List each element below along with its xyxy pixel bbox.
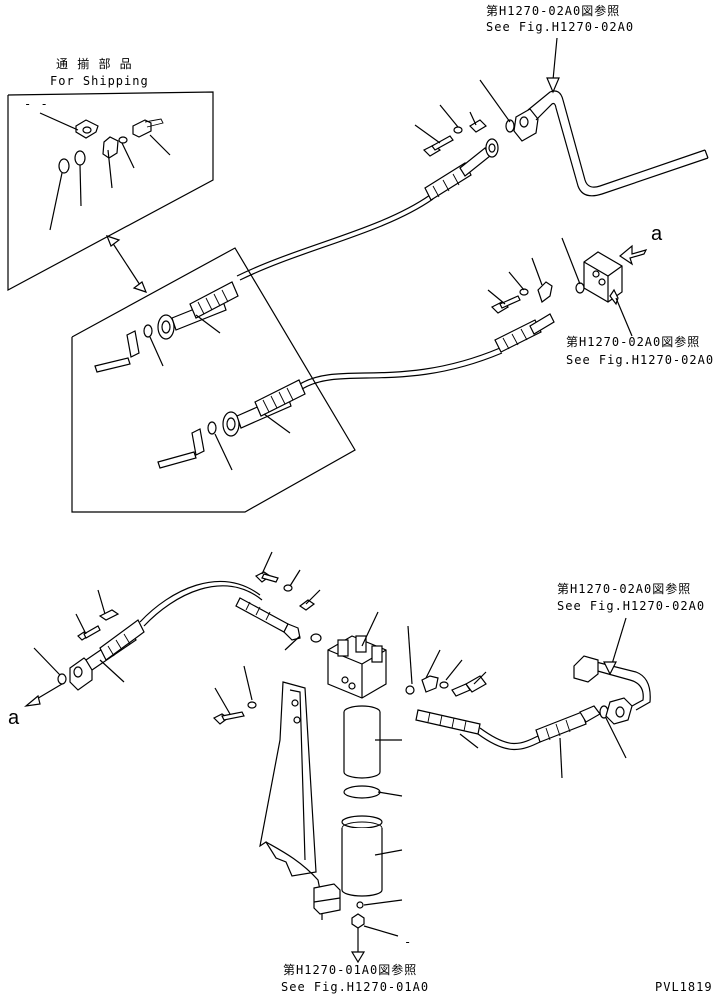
ref-top-right-jp: 第H1270-02A0図参照 xyxy=(486,3,620,18)
marker-a-bottom: a xyxy=(8,707,20,729)
ref-bottom-jp: 第H1270-01A0図参照 xyxy=(283,962,417,977)
ref-top-right-en: See Fig.H1270-02A0 xyxy=(486,20,634,34)
ref-low-right-jp: 第H1270-02A0図参照 xyxy=(557,581,691,596)
middle-hose-assembly xyxy=(299,237,648,390)
shipping-title-en: For Shipping xyxy=(50,74,149,88)
ref-mid-right-jp: 第H1270-02A0図参照 xyxy=(566,334,700,349)
shipping-title-jp: 通 揃 部 品 xyxy=(56,56,133,71)
ref-bottom-en: See Fig.H1270-01A0 xyxy=(281,980,429,994)
lower-hose-assembly xyxy=(23,551,651,964)
upper-hose-assembly xyxy=(236,37,709,281)
shipping-dash: - - xyxy=(24,97,49,111)
drawing-id: PVL1819 xyxy=(655,980,713,994)
dash-bottom: - xyxy=(404,935,412,949)
double-arrow xyxy=(105,235,148,293)
ref-mid-right-en: See Fig.H1270-02A0 xyxy=(566,353,714,367)
marker-a-top: a xyxy=(651,223,663,245)
exploded-view-box xyxy=(71,247,356,513)
ref-low-right-en: See Fig.H1270-02A0 xyxy=(557,599,705,613)
shipping-parts-box xyxy=(7,91,214,292)
